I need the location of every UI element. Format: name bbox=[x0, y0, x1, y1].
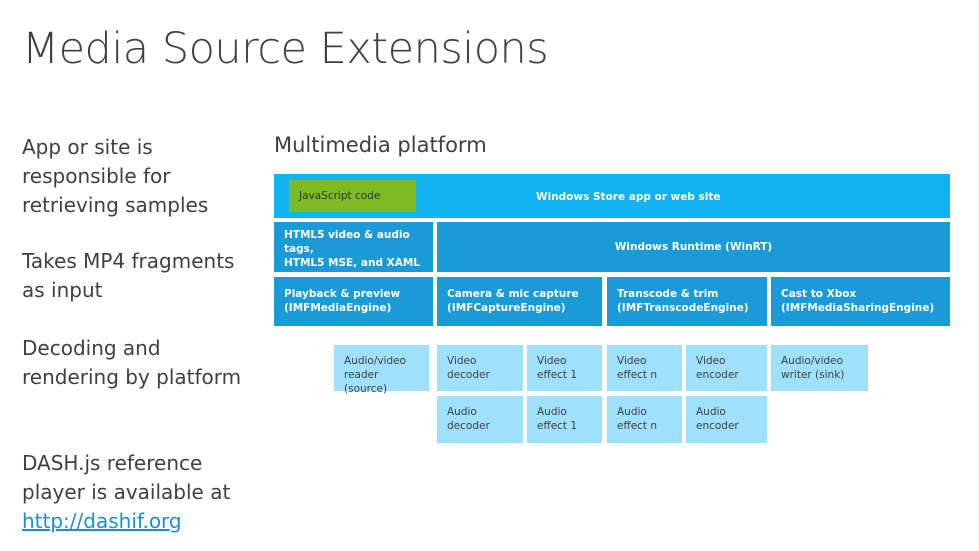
bullet-retrieving-samples: App or site is responsible for retrievin… bbox=[22, 135, 209, 217]
audio-decoder-line-2: decoder bbox=[447, 420, 490, 432]
capture-line-2: (IMFCaptureEngine) bbox=[447, 302, 566, 314]
capture-line-1: Camera & mic capture bbox=[447, 288, 579, 300]
cast-line-1: Cast to Xbox bbox=[781, 288, 857, 300]
store-app-label: Windows Store app or web site bbox=[536, 191, 721, 203]
capture-engine-box: Camera & mic capture (IMFCaptureEngine) bbox=[437, 277, 602, 326]
video-effect-1-box: Video effect 1 bbox=[527, 345, 602, 391]
dashif-link[interactable]: http://dashif.org bbox=[22, 509, 182, 533]
bullet-dashjs: DASH.js reference player is available at… bbox=[22, 449, 262, 536]
audio-effect-n-line-1: Audio bbox=[617, 406, 647, 418]
writer-line-2: writer (sink) bbox=[781, 369, 845, 381]
audio-effect-1-line-1: Audio bbox=[537, 406, 567, 418]
audio-decoder-box: Audio decoder bbox=[437, 396, 523, 443]
transcode-line-1: Transcode & trim bbox=[617, 288, 719, 300]
video-encoder-line-1: Video bbox=[696, 355, 726, 367]
video-effect-1-line-1: Video bbox=[537, 355, 567, 367]
html5-line-2: HTML5 MSE, and XAML bbox=[284, 257, 420, 269]
video-effect-n-line-1: Video bbox=[617, 355, 647, 367]
winrt-box: Windows Runtime (WinRT) bbox=[437, 222, 950, 272]
page-title: Media Source Extensions bbox=[22, 24, 549, 74]
html5-media-box: HTML5 video & audio tags, HTML5 MSE, and… bbox=[274, 222, 433, 283]
html5-line-1: HTML5 video & audio tags, bbox=[284, 229, 410, 255]
audio-decoder-line-1: Audio bbox=[447, 406, 477, 418]
video-decoder-box: Video decoder bbox=[437, 345, 523, 391]
audio-encoder-line-1: Audio bbox=[696, 406, 726, 418]
video-decoder-line-1: Video bbox=[447, 355, 477, 367]
writer-sink-box: Audio/video writer (sink) bbox=[771, 345, 868, 391]
reader-source-box: Audio/video reader (source) bbox=[334, 345, 429, 395]
javascript-code-box: JavaScript code bbox=[289, 180, 416, 212]
video-encoder-line-2: encoder bbox=[696, 369, 739, 381]
transcode-line-2: (IMFTranscodeEngine) bbox=[617, 302, 749, 314]
reader-line-1: Audio/video bbox=[344, 355, 407, 367]
cast-line-2: (IMFMediaSharingEngine) bbox=[781, 302, 935, 314]
playback-line-1: Playback & preview bbox=[284, 288, 401, 300]
audio-encoder-line-2: encoder bbox=[696, 420, 739, 432]
transcode-engine-box: Transcode & trim (IMFTranscodeEngine) bbox=[607, 277, 767, 326]
writer-line-1: Audio/video bbox=[781, 355, 844, 367]
video-effect-n-box: Video effect n bbox=[607, 345, 682, 391]
audio-effect-1-box: Audio effect 1 bbox=[527, 396, 602, 443]
video-decoder-line-2: decoder bbox=[447, 369, 490, 381]
video-effect-1-line-2: effect 1 bbox=[537, 369, 578, 381]
video-effect-n-line-2: effect n bbox=[617, 369, 658, 381]
bullet-decoding-rendering: Decoding and rendering by platform bbox=[22, 336, 242, 389]
playback-line-2: (IMFMediaEngine) bbox=[284, 302, 392, 314]
playback-engine-box: Playback & preview (IMFMediaEngine) bbox=[274, 277, 433, 326]
audio-effect-n-line-2: effect n bbox=[617, 420, 658, 432]
video-encoder-box: Video encoder bbox=[686, 345, 767, 391]
audio-effect-n-box: Audio effect n bbox=[607, 396, 682, 443]
audio-encoder-box: Audio encoder bbox=[686, 396, 767, 443]
bullet-mp4-fragments: Takes MP4 fragments as input bbox=[22, 249, 235, 302]
audio-effect-1-line-2: effect 1 bbox=[537, 420, 578, 432]
diagram-heading: Multimedia platform bbox=[274, 133, 487, 157]
cast-engine-box: Cast to Xbox (IMFMediaSharingEngine) bbox=[771, 277, 950, 326]
reader-line-2: reader (source) bbox=[344, 369, 388, 395]
bullet-dashjs-text: DASH.js reference player is available at bbox=[22, 451, 231, 504]
